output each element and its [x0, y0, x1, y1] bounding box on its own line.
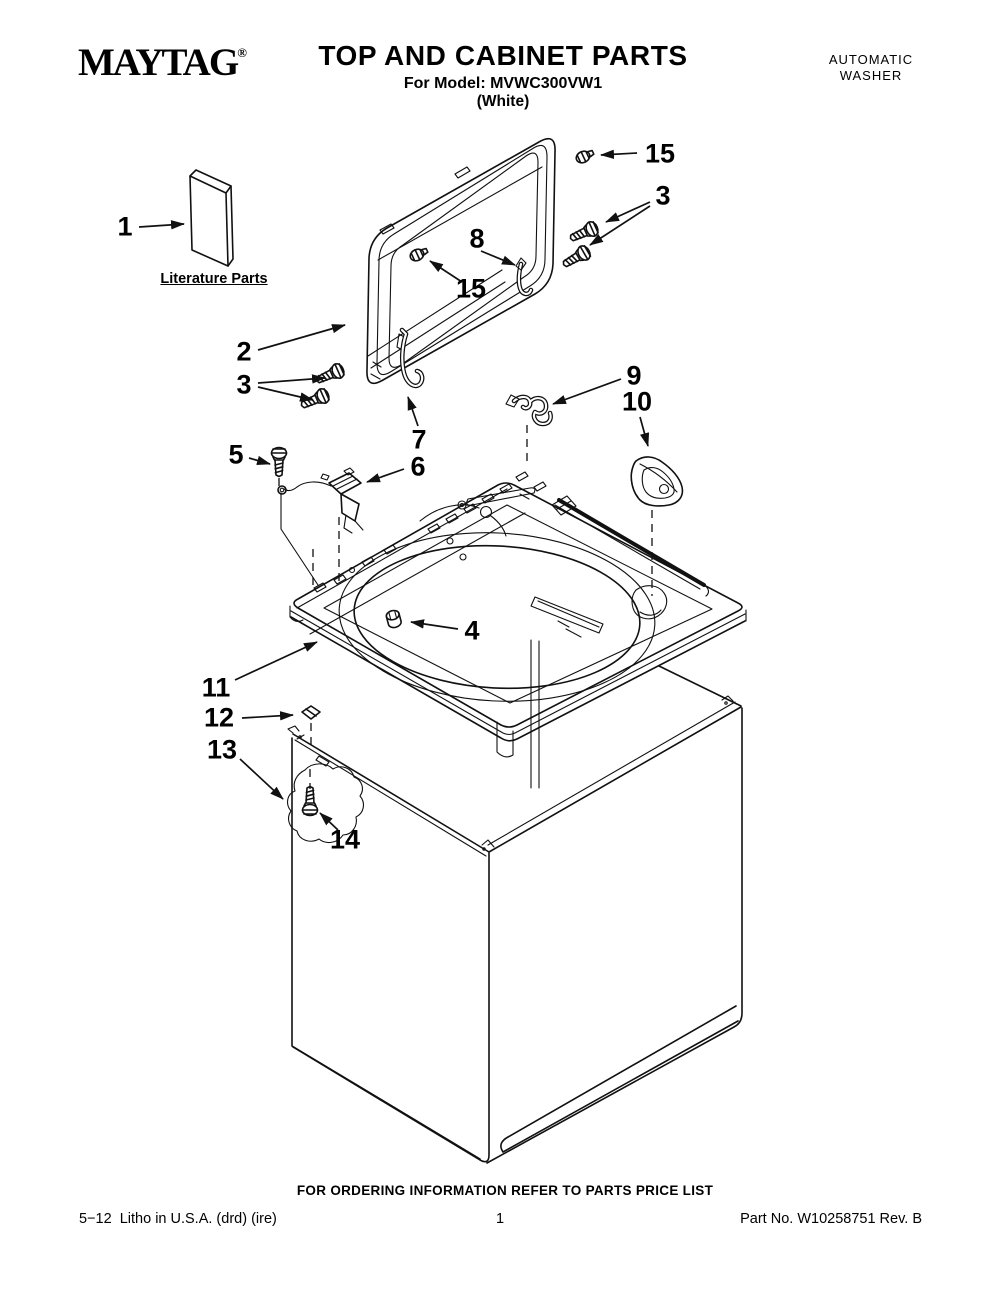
- top-panel-drawing: [290, 472, 746, 788]
- finish-line: (White): [476, 93, 530, 110]
- page-title: TOP AND CABINET PARTS: [318, 40, 688, 71]
- solid-leaders: [281, 493, 318, 585]
- product-type: AUTOMATIC WASHER: [828, 52, 914, 83]
- callout-3-left: 3: [236, 369, 252, 400]
- title-block: TOP AND CABINET PARTS For Model: MVWC300…: [318, 40, 687, 111]
- callout-15-left: 15: [455, 273, 487, 304]
- callout-8: 8: [469, 223, 485, 254]
- literature-booklet-drawing: [190, 170, 233, 266]
- alignment-leaders: [279, 425, 652, 789]
- lid-drawing: [367, 139, 555, 384]
- model-line: For Model: MVWC300VW1: [403, 75, 603, 92]
- ordering-note: FOR ORDERING INFORMATION REFER TO PARTS …: [296, 1183, 714, 1198]
- console-slots: [314, 472, 546, 592]
- part-number: Part No. W10258751 Rev. B: [740, 1211, 922, 1227]
- callout-13: 13: [206, 734, 238, 765]
- callout-15-right: 15: [644, 138, 676, 169]
- callout-1: 1: [117, 211, 133, 242]
- callout-10: 10: [621, 386, 653, 417]
- registered-mark: ®: [237, 45, 247, 60]
- fasteners-drawing: [270, 146, 601, 817]
- retainer-clip-drawing: [506, 395, 551, 424]
- lid-strike-drawing: [516, 258, 531, 294]
- callout-arrows: [139, 149, 650, 830]
- callout-5: 5: [228, 439, 244, 470]
- callout-6: 6: [410, 451, 426, 482]
- page-number: 1: [495, 1211, 505, 1227]
- dispenser-drawing: [631, 457, 682, 506]
- cabinet-drawing: [288, 666, 742, 1163]
- callout-9: 9: [626, 360, 642, 391]
- litho-line: 5−12 Litho in U.S.A. (drd) (ire): [79, 1211, 277, 1227]
- callout-12: 12: [203, 702, 235, 733]
- callout-7: 7: [411, 424, 427, 455]
- callout-4: 4: [464, 615, 480, 646]
- lid-switch-drawing: [278, 468, 363, 533]
- lid-hook-drawing: [402, 330, 422, 386]
- seal-drawing: [302, 706, 320, 719]
- literature-caption: Literature Parts: [160, 271, 268, 287]
- brand-logo: MAYTAG®: [78, 41, 247, 84]
- callout-14: 14: [329, 824, 361, 855]
- grommet-drawing: [385, 609, 402, 629]
- callout-11: 11: [201, 672, 231, 703]
- callout-2: 2: [236, 336, 252, 367]
- callout-3-right: 3: [655, 180, 671, 211]
